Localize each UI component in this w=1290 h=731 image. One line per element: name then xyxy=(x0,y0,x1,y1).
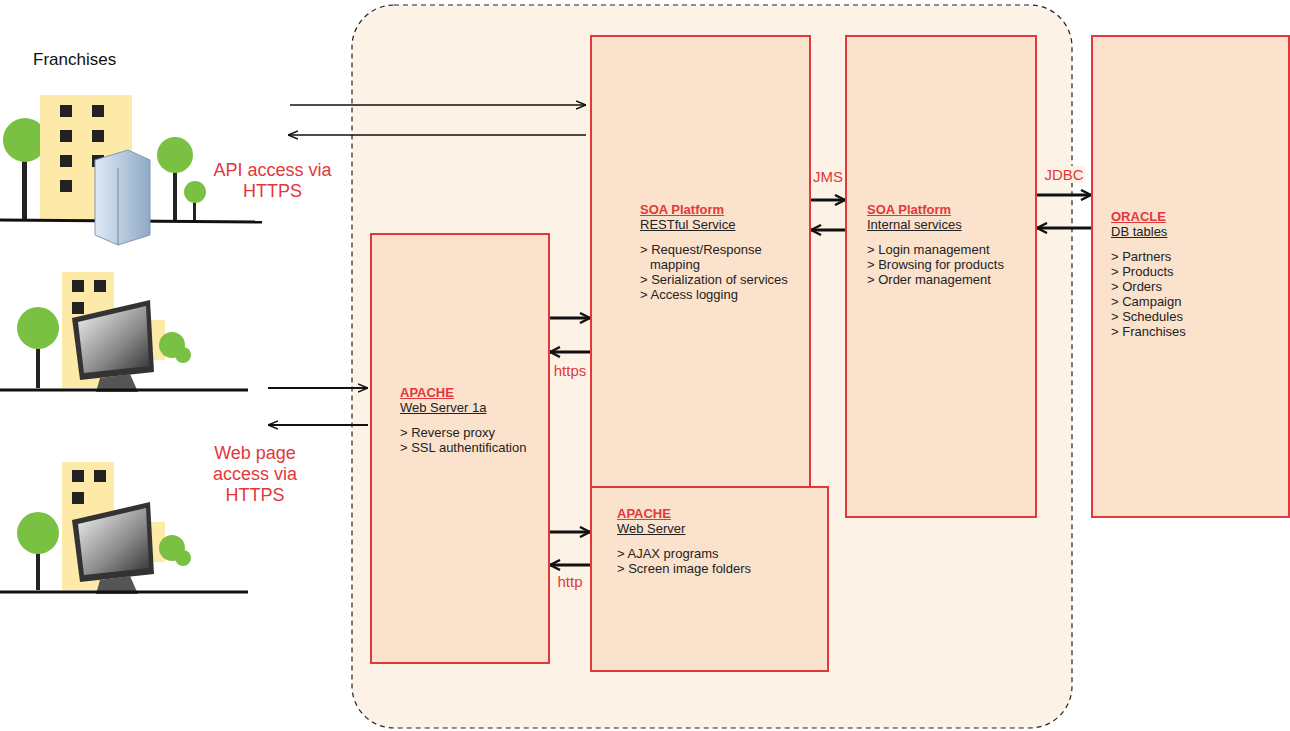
connector-arrow xyxy=(550,531,590,534)
web-server-box: APACHEWeb Server > AJAX programs> Screen … xyxy=(590,486,829,672)
node-text: ORACLEDB tables > Partners> Products> Ord… xyxy=(1111,209,1281,339)
protocol-label: https xyxy=(553,362,588,379)
bullet-item: > SSL authentification xyxy=(400,440,540,455)
protocol-label: http xyxy=(556,573,583,590)
node-text: APACHEWeb Server > AJAX programs> Screen … xyxy=(617,506,817,576)
protocol-label: JDBC xyxy=(1043,166,1084,183)
node-heading: SOA Platform xyxy=(640,202,800,217)
web-server-box: APACHEWeb Server 1a > Reverse proxy> SSL … xyxy=(370,233,550,664)
access-label: Web page access via HTTPS xyxy=(185,443,325,506)
bullet-item: > Franchises xyxy=(1111,324,1281,339)
node-text: SOA PlatformRESTful Service > Request/Res… xyxy=(640,202,800,302)
bullet-item: > Partners xyxy=(1111,249,1281,264)
group-title: Franchises xyxy=(33,50,153,70)
protocol-label: JMS xyxy=(812,168,844,185)
bullet-item: > Products xyxy=(1111,264,1281,279)
bullet-item: > Login management xyxy=(867,242,1017,257)
access-arrow xyxy=(288,134,586,136)
connector-arrow xyxy=(550,317,590,320)
node-heading: SOA Platform xyxy=(867,202,1017,217)
access-label: API access via HTTPS xyxy=(205,160,340,202)
node-text: APACHEWeb Server 1a > Reverse proxy> SSL … xyxy=(400,385,540,455)
bullet-item: > AJAX programs xyxy=(617,546,817,561)
connector-arrow xyxy=(550,351,590,354)
bullet-item: > Orders xyxy=(1111,279,1281,294)
node-heading: ORACLE xyxy=(1111,209,1281,224)
database-box: ORACLEDB tables > Partners> Products> Ord… xyxy=(1091,35,1290,518)
bullet-item: > Serialization of services xyxy=(640,272,800,287)
bullet-item: > Request/Response mapping xyxy=(640,242,800,272)
bullet-item: > Reverse proxy xyxy=(400,425,540,440)
connector-arrow xyxy=(1037,194,1091,197)
node-subtitle: RESTful Service xyxy=(640,217,800,232)
bullet-item: > Schedules xyxy=(1111,309,1281,324)
connector-arrow xyxy=(1037,227,1091,230)
node-subtitle: Internal services xyxy=(867,217,1017,232)
connector-arrow xyxy=(550,564,590,567)
node-text: SOA PlatformInternal services > Login man… xyxy=(867,202,1017,287)
node-subtitle: DB tables xyxy=(1111,224,1281,239)
bullet-item: > Access logging xyxy=(640,287,800,302)
node-heading: APACHE xyxy=(617,506,817,521)
service-box: SOA PlatformInternal services > Login man… xyxy=(845,35,1037,518)
connector-arrow xyxy=(811,229,845,232)
system-boundary xyxy=(352,5,1072,728)
node-subtitle: Web Server xyxy=(617,521,817,536)
node-subtitle: Web Server 1a xyxy=(400,400,540,415)
franchise-terminal xyxy=(0,272,248,392)
bullet-item: > Browsing for products xyxy=(867,257,1017,272)
access-arrow xyxy=(268,424,368,426)
node-heading: APACHE xyxy=(400,385,540,400)
access-arrow xyxy=(268,387,368,389)
bullet-item: > Campaign xyxy=(1111,294,1281,309)
connector-arrow xyxy=(811,199,845,202)
service-box: SOA PlatformRESTful Service > Request/Res… xyxy=(590,35,811,518)
bullet-item: > Order management xyxy=(867,272,1017,287)
access-arrow xyxy=(290,104,586,106)
franchise-terminal xyxy=(0,462,248,594)
bullet-item: > Screen image folders xyxy=(617,561,817,576)
